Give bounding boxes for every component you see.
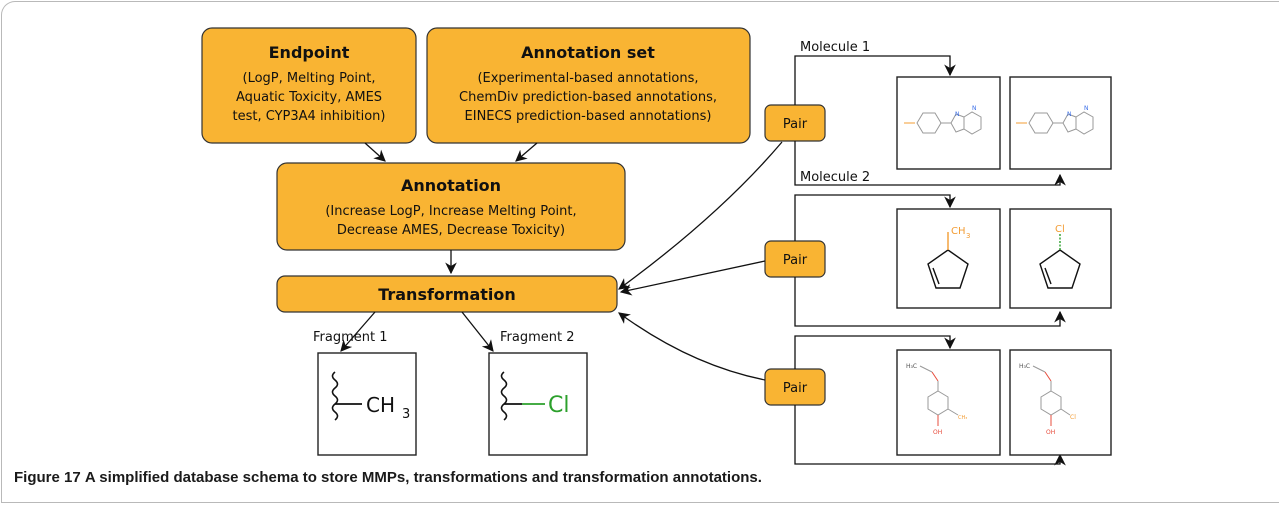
svg-text:N: N: [972, 105, 977, 112]
molecule-1-label: Molecule 1: [800, 40, 870, 55]
methyl-small-label: CH₃: [958, 415, 967, 421]
svg-text:N: N: [955, 111, 960, 118]
endpoint-title: Endpoint: [269, 43, 350, 62]
hydroxyl-label-b: OH: [1046, 429, 1055, 436]
fragment-1-formula: CH: [366, 393, 395, 417]
arrow-pair-3-to-transformation: [618, 312, 766, 381]
pair-2-label: Pair: [783, 253, 808, 268]
hydroxyl-label-a: OH: [933, 429, 942, 436]
annotation-line-2: Decrease AMES, Decrease Toxicity): [337, 223, 565, 238]
fragment-1-formula-sub: 3: [402, 407, 410, 422]
pair-3-connectors: [794, 335, 1066, 466]
chloro-label: Cl: [1055, 224, 1065, 235]
pair-3-label: Pair: [783, 381, 808, 396]
fragment-2-label: Fragment 2: [500, 330, 575, 345]
pair-1-connectors: [794, 55, 1066, 186]
svg-text:N: N: [1084, 105, 1089, 112]
molecule-box-3a: H₃C OH CH₃: [896, 349, 1001, 456]
figure-caption-text: A simplified database schema to store MM…: [84, 469, 762, 486]
annotation-set-line-1: (Experimental-based annotations,: [477, 71, 698, 86]
pair-3-node: Pair: [764, 368, 826, 406]
methyl-label-sub: 3: [966, 232, 970, 240]
annotation-title: Annotation: [401, 176, 501, 195]
annotation-set-node: Annotation set (Experimental-based annot…: [426, 27, 751, 144]
attachment-wavy-icon: [500, 371, 508, 421]
arrow-to-fragment-2: [461, 311, 494, 352]
svg-text:N: N: [1067, 111, 1072, 118]
fragment-2-box: Cl: [488, 352, 588, 456]
annotation-node: Annotation (Increase LogP, Increase Melt…: [276, 162, 626, 251]
pair-2-connectors: [794, 194, 1066, 327]
endpoint-line-1: (LogP, Melting Point,: [243, 71, 376, 86]
chloro-small-label: Cl: [1070, 414, 1076, 421]
transformation-node: Transformation: [276, 275, 618, 313]
endpoint-node: Endpoint (LogP, Melting Point, Aquatic T…: [201, 27, 417, 144]
molecule-2-label: Molecule 2: [800, 170, 870, 185]
annotation-set-title: Annotation set: [521, 43, 655, 62]
endpoint-line-2: Aquatic Toxicity, AMES: [236, 90, 382, 105]
transformation-title: Transformation: [378, 285, 516, 304]
figure-number: Figure 17: [14, 469, 81, 486]
pair-2-node: Pair: [764, 240, 826, 278]
endpoint-line-3: test, CYP3A4 inhibition): [233, 109, 386, 124]
molecule-box-2a: CH 3: [896, 208, 1001, 309]
methyl-label: CH: [951, 226, 966, 237]
arrow-to-fragment-1: [340, 311, 376, 352]
molecule-box-3b: H₃C OH Cl: [1009, 349, 1112, 456]
h3c-label: H₃C: [906, 363, 917, 370]
h3c-label-b: H₃C: [1019, 363, 1030, 370]
attachment-wavy-icon: [331, 371, 339, 421]
arrow-annotation-set-to-annotation: [515, 142, 538, 162]
pair-1-label: Pair: [783, 117, 808, 132]
arrow-pair-1-to-transformation: [618, 141, 783, 290]
annotation-line-1: (Increase LogP, Increase Melting Point,: [325, 204, 576, 219]
annotation-set-line-2: ChemDiv prediction-based annotations,: [459, 90, 717, 105]
arrow-pair-2-to-transformation: [619, 260, 766, 296]
fragment-1-label: Fragment 1: [313, 330, 388, 345]
figure-caption: Figure 17 A simplified database schema t…: [14, 469, 1269, 486]
molecule-box-1a: N N: [896, 76, 1001, 170]
fragment-1-box: CH 3: [317, 352, 417, 456]
pair-1-node: Pair: [764, 104, 826, 142]
fragment-2-formula: Cl: [548, 393, 569, 418]
molecule-box-1b: N N: [1009, 76, 1112, 170]
arrow-endpoint-to-annotation: [364, 142, 386, 162]
molecule-box-2b: Cl: [1009, 208, 1112, 309]
annotation-set-line-3: EINECS prediction-based annotations): [465, 109, 712, 124]
